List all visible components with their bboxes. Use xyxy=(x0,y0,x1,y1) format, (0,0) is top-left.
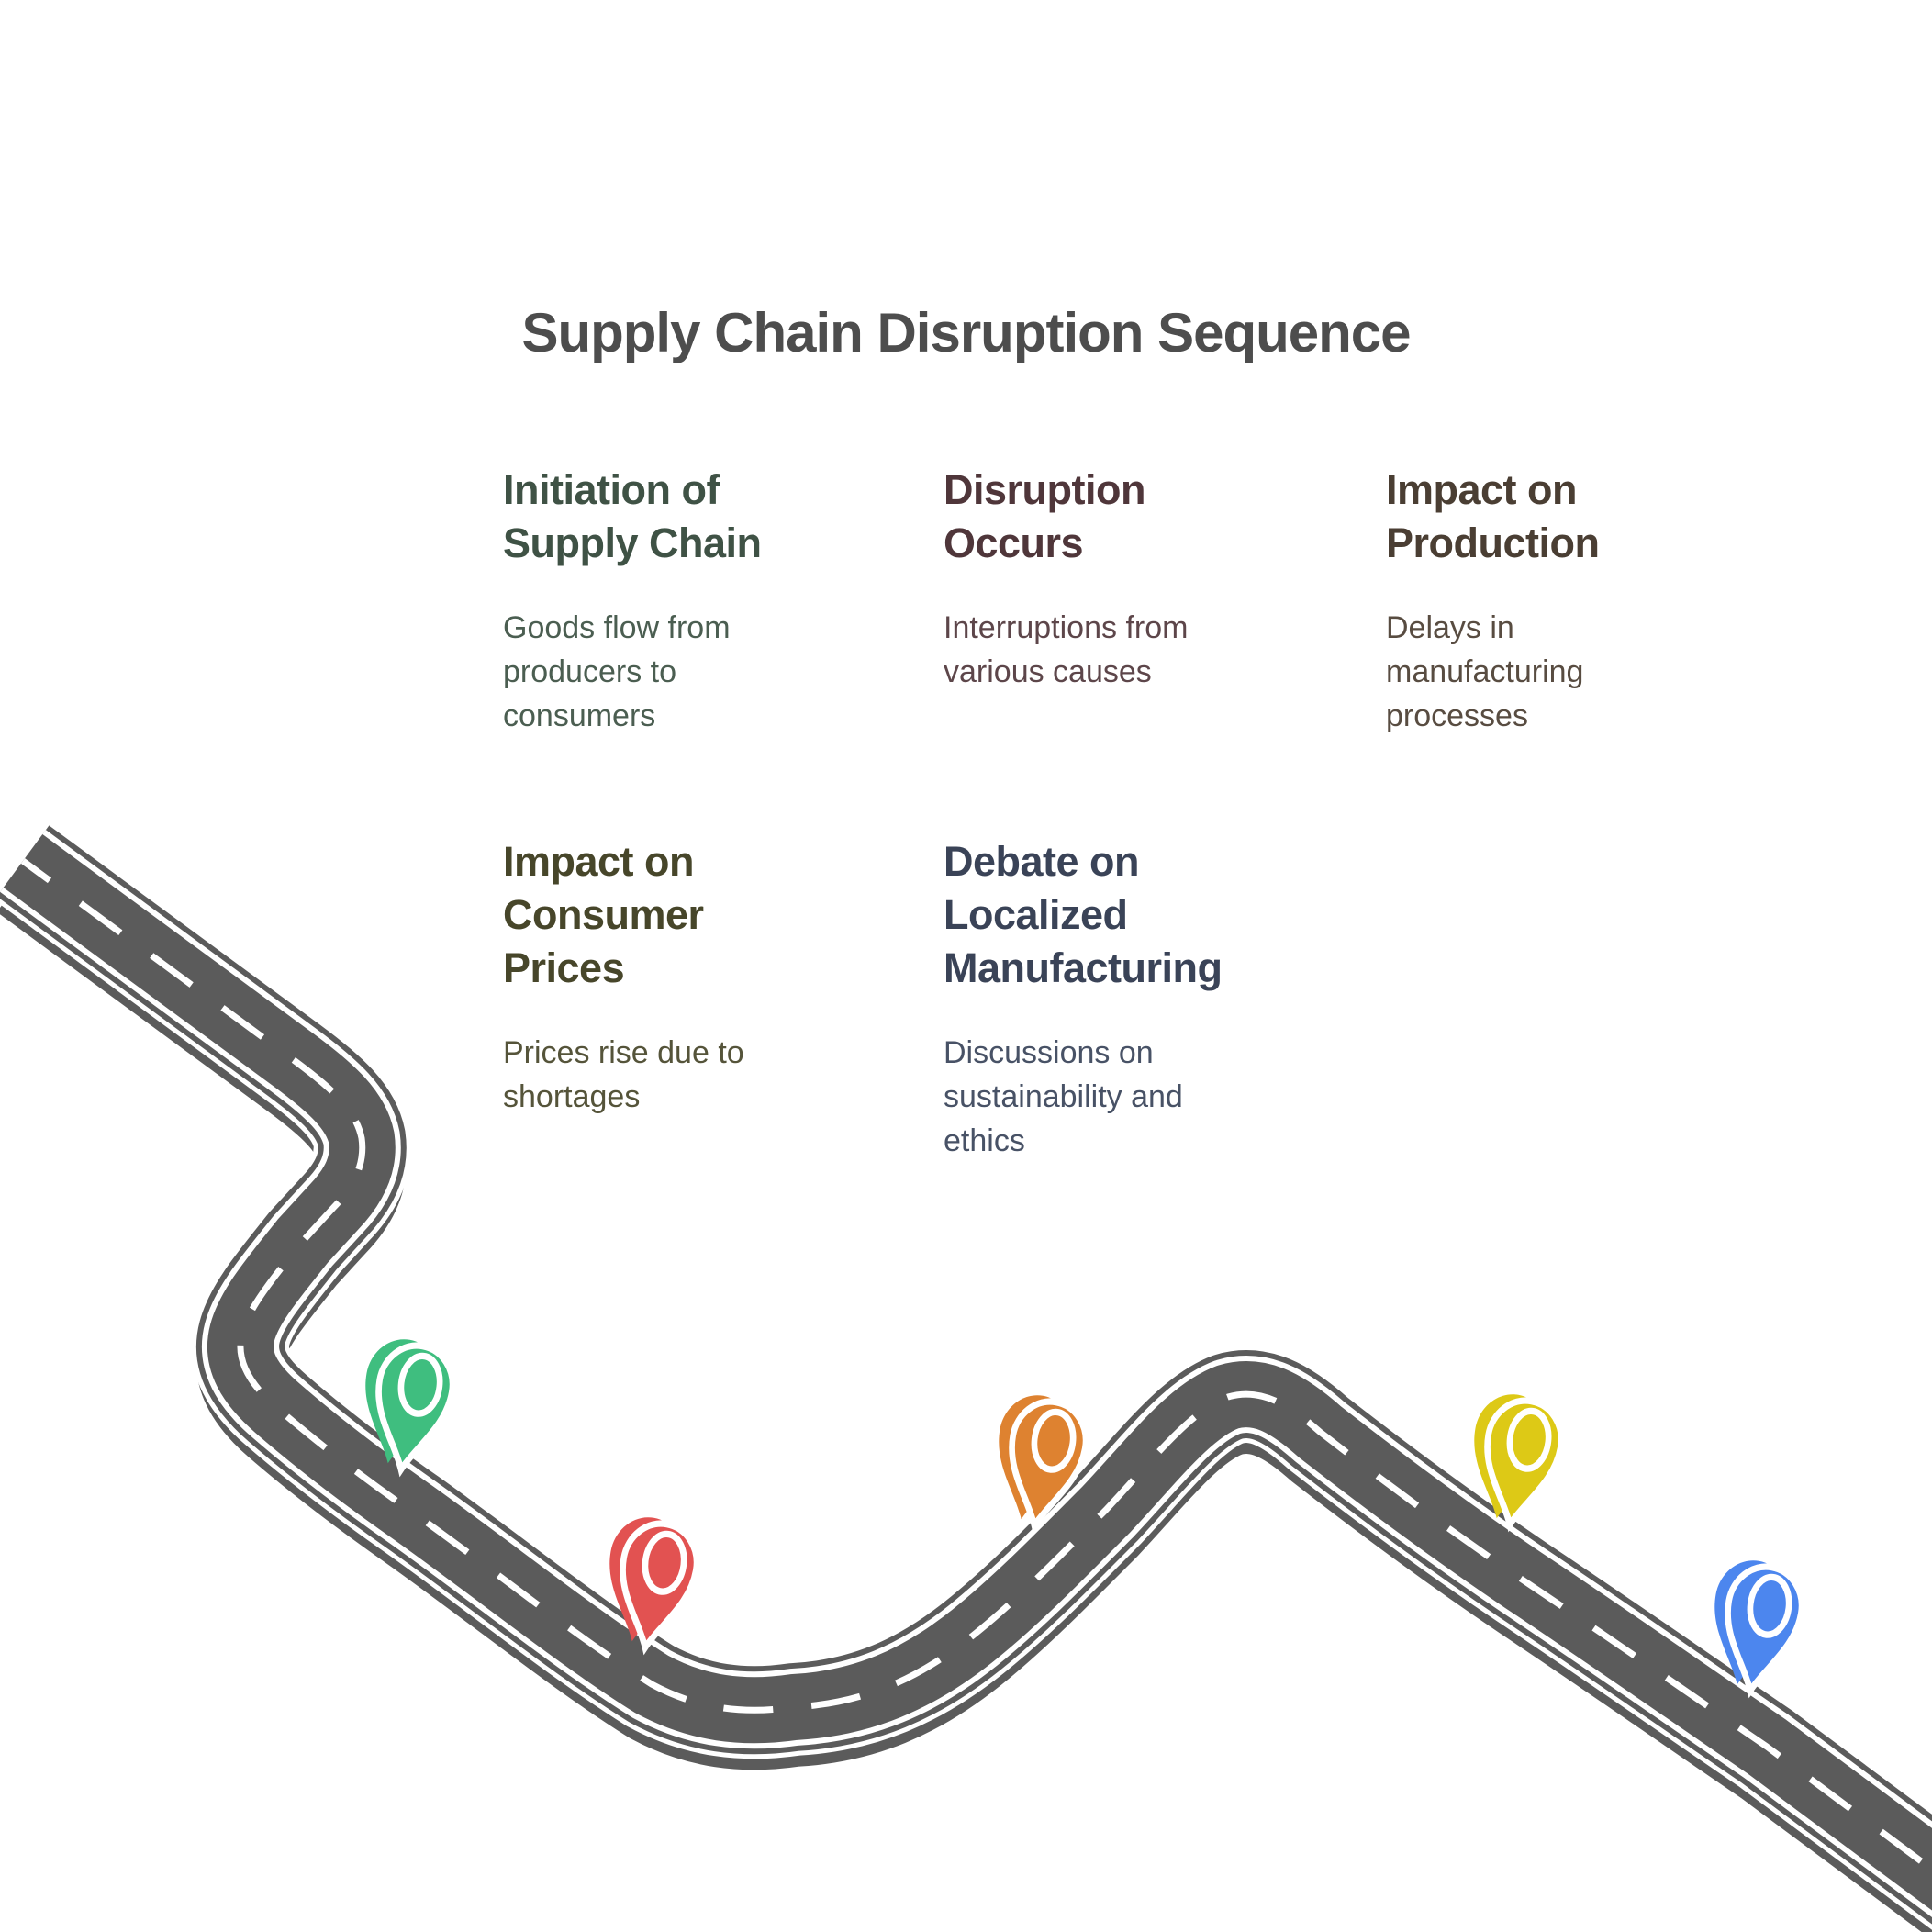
step-description: Discussions on sustainability and ethics xyxy=(944,1035,1183,1158)
step-heading: Impact on Production xyxy=(1386,466,1600,566)
step-heading: Initiation of Supply Chain xyxy=(503,466,762,566)
step-description: Delays in manufacturing processes xyxy=(1386,610,1584,733)
green-pin xyxy=(352,1333,460,1476)
step-description: Interruptions from various causes xyxy=(944,610,1189,689)
step-heading: Debate on Localized Manufacturing xyxy=(944,838,1223,991)
step-disruption-occurs: Disruption Occurs Interruptions from var… xyxy=(944,463,1274,694)
red-pin xyxy=(596,1511,704,1654)
step-debate-on-localized-manufacturing: Debate on Localized Manufacturing Discus… xyxy=(944,835,1274,1163)
step-impact-on-production: Impact on Production Delays in manufactu… xyxy=(1386,463,1716,738)
orange-pin xyxy=(985,1389,1093,1532)
step-impact-on-consumer-prices: Impact on Consumer Prices Prices rise du… xyxy=(503,835,833,1119)
step-heading: Disruption Occurs xyxy=(944,466,1145,566)
page-title: Supply Chain Disruption Sequence xyxy=(521,302,1411,364)
step-initiation-of-supply-chain: Initiation of Supply Chain Goods flow fr… xyxy=(503,463,833,738)
step-description: Goods flow from producers to consumers xyxy=(503,610,731,733)
blue-pin xyxy=(1701,1554,1809,1697)
yellow-pin xyxy=(1460,1388,1569,1531)
step-description: Prices rise due to shortages xyxy=(503,1035,744,1114)
step-heading: Impact on Consumer Prices xyxy=(503,838,704,991)
